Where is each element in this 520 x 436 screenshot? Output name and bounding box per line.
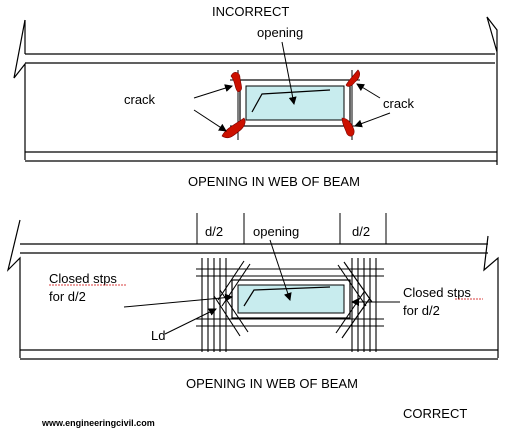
opening-label-top: opening xyxy=(257,25,303,40)
correct-label: CORRECT xyxy=(403,406,467,421)
stirrups-left xyxy=(201,258,227,352)
top-caption: OPENING IN WEB OF BEAM xyxy=(188,174,360,189)
opening-label-bottom: opening xyxy=(253,224,299,239)
crack-top-right xyxy=(345,69,360,87)
crack-marks xyxy=(221,69,360,139)
crack-label-left: crack xyxy=(124,92,156,107)
stirrups-label-left-1: Closed stps xyxy=(49,271,117,286)
incorrect-title: INCORRECT xyxy=(212,4,289,19)
stirrups-label-right-1: Closed stps xyxy=(403,285,471,300)
website-credit: www.engineeringcivil.com xyxy=(41,418,155,428)
bottom-caption: OPENING IN WEB OF BEAM xyxy=(186,376,358,391)
top-beam xyxy=(13,16,498,165)
bottom-diagram: d/2 opening d/2 xyxy=(6,213,499,421)
crack-bottom-right xyxy=(341,117,355,137)
crack-top-left xyxy=(230,72,242,93)
stirrups-label-right-2: for d/2 xyxy=(403,303,440,318)
dim-label-left: d/2 xyxy=(205,224,223,239)
top-opening xyxy=(230,70,360,140)
ld-label: Ld xyxy=(151,328,165,343)
stirrups-label-left-2: for d/2 xyxy=(49,289,86,304)
crack-label-right: crack xyxy=(383,96,415,111)
crack-bottom-left xyxy=(221,117,246,139)
bottom-opening xyxy=(231,279,351,319)
dim-label-right: d/2 xyxy=(352,224,370,239)
opening-bars xyxy=(196,268,384,327)
dimension-ticks xyxy=(196,213,387,244)
bottom-beam xyxy=(6,219,499,360)
top-diagram: INCORRECT xyxy=(13,4,498,189)
